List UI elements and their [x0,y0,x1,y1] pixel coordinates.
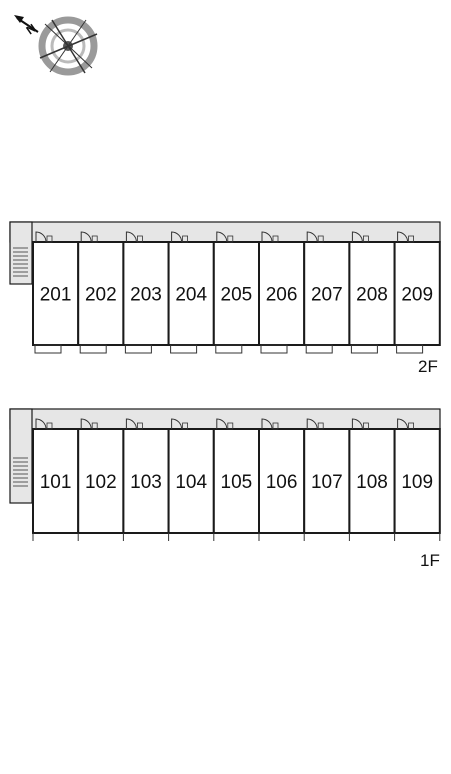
floor-label-2f: 2F [418,357,438,376]
meter-icon [182,235,189,243]
unit-number-label: 207 [311,285,343,306]
unit-number-label: 107 [311,472,343,493]
unit-109: 109 [393,418,441,541]
door-icon [35,231,47,243]
unit-number-label: 109 [401,472,433,493]
unit-209: 209 [393,231,441,354]
meter-icon [362,422,369,430]
unit-106: 106 [258,418,306,541]
door-icon [171,231,183,243]
unit-number-label: 105 [221,472,253,493]
meter-icon [136,235,143,243]
door-icon [171,418,183,430]
door-icon [397,418,409,430]
unit-number-label: 209 [401,285,433,306]
door-icon [125,418,137,430]
door-icon [216,418,228,430]
unit-number-label: 201 [40,285,72,306]
stair-landing-1f [9,408,33,504]
balcony [260,344,288,354]
meter-icon [136,422,143,430]
door-icon [216,231,228,243]
meter-icon [91,235,98,243]
door-icon [261,231,273,243]
unit-108: 108 [348,418,396,541]
balcony [170,344,198,354]
unit-number-label: 206 [266,285,298,306]
floor-label-1f: 1F [420,551,440,570]
door-icon [261,418,273,430]
unit-number-label: 108 [356,472,388,493]
unit-104: 104 [167,418,215,541]
unit-number-label: 204 [175,285,207,306]
meter-icon [46,422,53,430]
meter-icon [227,235,234,243]
balcony [215,344,243,354]
meter-icon [408,422,415,430]
unit-number-label: 202 [85,285,117,306]
balcony [396,344,424,354]
unit-number-label: 104 [175,472,207,493]
corridor-2f [9,221,441,243]
balcony [79,344,107,354]
meter-icon [317,235,324,243]
door-icon [351,231,363,243]
balcony [305,344,333,354]
unit-107: 107 [303,418,351,541]
unit-101: 101 [32,418,80,541]
unit-202: 202 [77,231,125,354]
door-icon [125,231,137,243]
floor-1f: 1F [9,408,441,570]
stair-landing-2f [9,221,33,285]
meter-icon [272,235,279,243]
door-icon [351,418,363,430]
unit-207: 207 [303,231,351,354]
unit-number-label: 101 [40,472,72,493]
unit-203: 203 [122,231,170,354]
meter-icon [272,422,279,430]
door-icon [80,418,92,430]
stairs-1f [13,457,28,487]
unit-206: 206 [258,231,306,354]
door-icon [306,418,318,430]
unit-102: 102 [77,418,125,541]
compass-rose-icon: N [14,15,98,76]
stairs-2f [13,247,28,277]
door-icon [80,231,92,243]
unit-number-label: 103 [130,472,162,493]
unit-201: 201 [32,231,80,354]
compass-north-label: N [24,21,39,37]
unit-103: 103 [122,418,170,541]
door-icon [306,231,318,243]
floor-2f: 2F [9,221,441,376]
meter-icon [46,235,53,243]
balcony [34,344,62,354]
meter-icon [182,422,189,430]
unit-204: 204 [167,231,215,354]
unit-number-label: 208 [356,285,388,306]
meter-icon [227,422,234,430]
meter-icon [317,422,324,430]
unit-number-label: 102 [85,472,117,493]
unit-number-label: 205 [221,285,253,306]
balcony [124,344,152,354]
meter-icon [362,235,369,243]
corridor-1f [9,408,441,430]
unit-number-label: 203 [130,285,162,306]
meter-icon [91,422,98,430]
unit-205: 205 [212,231,261,354]
door-icon [35,418,47,430]
meter-icon [408,235,415,243]
door-icon [397,231,409,243]
unit-105: 105 [212,418,261,541]
balcony [350,344,378,354]
unit-number-label: 106 [266,472,298,493]
unit-208: 208 [348,231,396,354]
